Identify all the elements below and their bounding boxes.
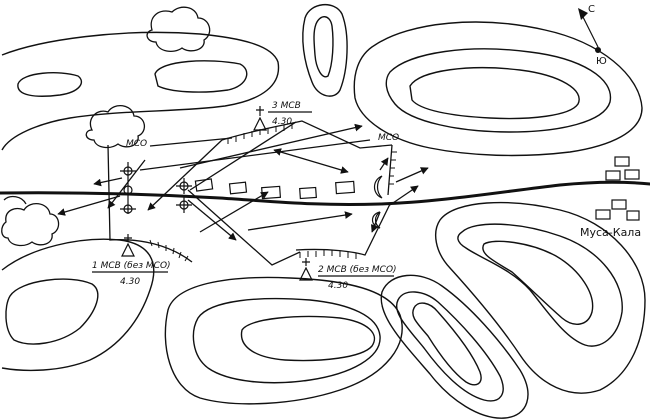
command-post-1msv: 1 МСВ (без МСО) 4.30	[92, 234, 171, 287]
contour-top-small	[302, 4, 348, 97]
crescent-icon	[373, 175, 383, 199]
house	[595, 209, 611, 220]
contour-lower-middle-outer	[164, 276, 403, 405]
arrow	[187, 189, 301, 266]
town-label: Муса-Кала	[580, 226, 641, 239]
arrow	[57, 195, 121, 216]
mso-label-left: МСО	[126, 139, 147, 149]
arrow	[273, 148, 349, 174]
contour-upper-right-middle	[385, 48, 612, 133]
contour-top-small-inner	[313, 16, 334, 78]
house	[605, 170, 621, 181]
arrow	[187, 199, 237, 241]
compass: С Ю	[578, 4, 607, 67]
contour-upper-left-outer	[1, 31, 280, 151]
house	[261, 185, 282, 200]
houses-village	[194, 178, 356, 200]
contour-lower-right-ridge-outer	[380, 274, 529, 419]
arrow	[389, 185, 419, 206]
boundary-1msv	[107, 144, 193, 263]
unit-3msv-time: 4.30	[272, 117, 292, 127]
unit-2msv-name: 2 МСВ (без МСО)	[318, 265, 397, 275]
boundary-1msv-hatch	[149, 239, 189, 262]
compass-south: Ю	[596, 56, 607, 67]
command-post-3msv: 3 МСВ 4.30	[253, 101, 312, 131]
house	[626, 210, 640, 221]
contour-lower-left-inner	[5, 278, 99, 345]
vegetation	[1, 6, 211, 247]
unit-3msv-name: 3 МСВ	[272, 101, 301, 111]
unit-2msv-time: 4.30	[328, 281, 348, 291]
main-road	[0, 180, 650, 207]
contour-lines	[1, 4, 646, 419]
house	[624, 169, 640, 180]
contour-lower-middle-inner	[240, 315, 376, 362]
movement-arrows	[57, 121, 429, 266]
boundary-3msv-hatch	[227, 123, 293, 144]
contour-lower-right-inner	[482, 240, 594, 325]
house	[228, 181, 248, 195]
contour-lower-right-ridge-middle	[395, 291, 504, 402]
command-post-icon	[121, 234, 135, 257]
tree-cloud-bottom-left	[3, 195, 27, 205]
unit-1msv-name: 1 МСВ (без МСО)	[92, 261, 171, 271]
crossed-unit-markers	[176, 178, 192, 213]
boundary-2msv	[295, 203, 391, 256]
boundary-3msv	[221, 120, 393, 149]
vertical-unit-column	[120, 162, 136, 214]
mso-label-right: МСО	[378, 133, 399, 143]
arrow	[379, 157, 389, 171]
unit-1msv-time: 4.30	[120, 277, 140, 287]
command-post-2msv: 2 МСВ (без МСО) 4.30	[299, 258, 397, 291]
boundary-right-hatch	[389, 151, 397, 185]
house	[611, 199, 627, 210]
arrow	[247, 211, 353, 231]
arrow	[199, 191, 269, 233]
contour-lower-right-middle	[457, 223, 623, 347]
compass-arrow-icon	[581, 14, 599, 48]
contour-upper-left-inner1	[17, 72, 83, 97]
arrow	[395, 167, 429, 183]
compass-north: С	[588, 4, 595, 15]
arrow	[139, 139, 371, 171]
house	[299, 186, 317, 200]
contour-upper-left-inner2	[154, 60, 248, 93]
arrow	[93, 177, 123, 187]
houses-musa-kala	[595, 156, 640, 221]
crescent-symbols	[371, 175, 383, 229]
boundary-2msv-hatch	[299, 250, 357, 259]
contour-upper-right-outer	[353, 21, 643, 157]
tree-cloud-top	[146, 6, 211, 53]
contour-upper-right-inner	[409, 67, 580, 120]
command-post-icon	[299, 258, 313, 281]
command-post-icon	[253, 106, 267, 131]
battalion-boundaries	[107, 120, 397, 263]
arrow	[149, 137, 233, 147]
contour-lower-right-outer	[434, 201, 646, 394]
boundary-right	[387, 144, 393, 196]
crescent-icon	[371, 211, 381, 229]
arrow	[147, 139, 223, 211]
arrow	[107, 159, 146, 209]
contour-lower-left-outer	[1, 238, 155, 372]
contour-lower-middle-middle	[192, 297, 381, 384]
contour-lower-right-ridge-inner	[412, 302, 482, 386]
unit-marker-icon	[123, 185, 133, 195]
house	[335, 180, 356, 195]
tree-cloud-lower-left	[1, 203, 60, 247]
house	[614, 156, 630, 167]
tree-cloud-left	[85, 105, 145, 149]
